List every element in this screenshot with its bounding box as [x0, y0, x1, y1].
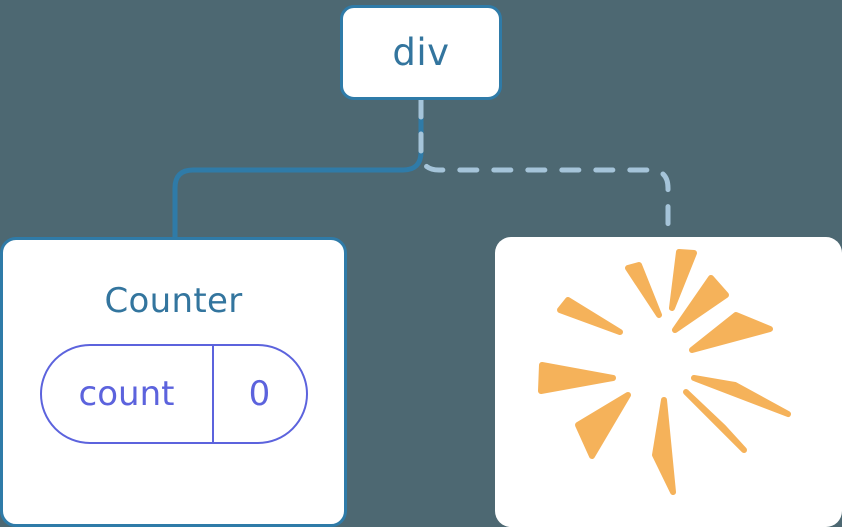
- state-key-label: count: [42, 346, 214, 442]
- burst-ray-8: [691, 375, 791, 417]
- burst-ray-2: [625, 262, 662, 318]
- node-burst[interactable]: [495, 237, 842, 527]
- burst-ray-10: [672, 275, 729, 333]
- burst-ray-9: [689, 312, 773, 353]
- sparkle-burst-icon: [538, 249, 791, 495]
- state-value-label: 0: [248, 374, 271, 414]
- node-counter-label: Counter: [104, 281, 243, 321]
- burst-ray-3: [557, 297, 623, 335]
- burst-ray-4: [538, 362, 616, 394]
- edge-div-to-burst: [418, 97, 671, 243]
- burst-ray-6: [652, 397, 676, 495]
- diagram-canvas: div Counter count 0: [0, 5, 842, 527]
- burst-ray-7: [683, 389, 747, 453]
- burst-ray-1: [669, 249, 697, 311]
- node-counter[interactable]: Counter count 0: [0, 237, 347, 527]
- state-pill-count[interactable]: count 0: [39, 344, 308, 444]
- burst-ray-5: [575, 392, 631, 459]
- edge-div-to-counter: [172, 97, 424, 243]
- node-div[interactable]: div: [340, 5, 502, 100]
- node-div-label: div: [392, 31, 450, 74]
